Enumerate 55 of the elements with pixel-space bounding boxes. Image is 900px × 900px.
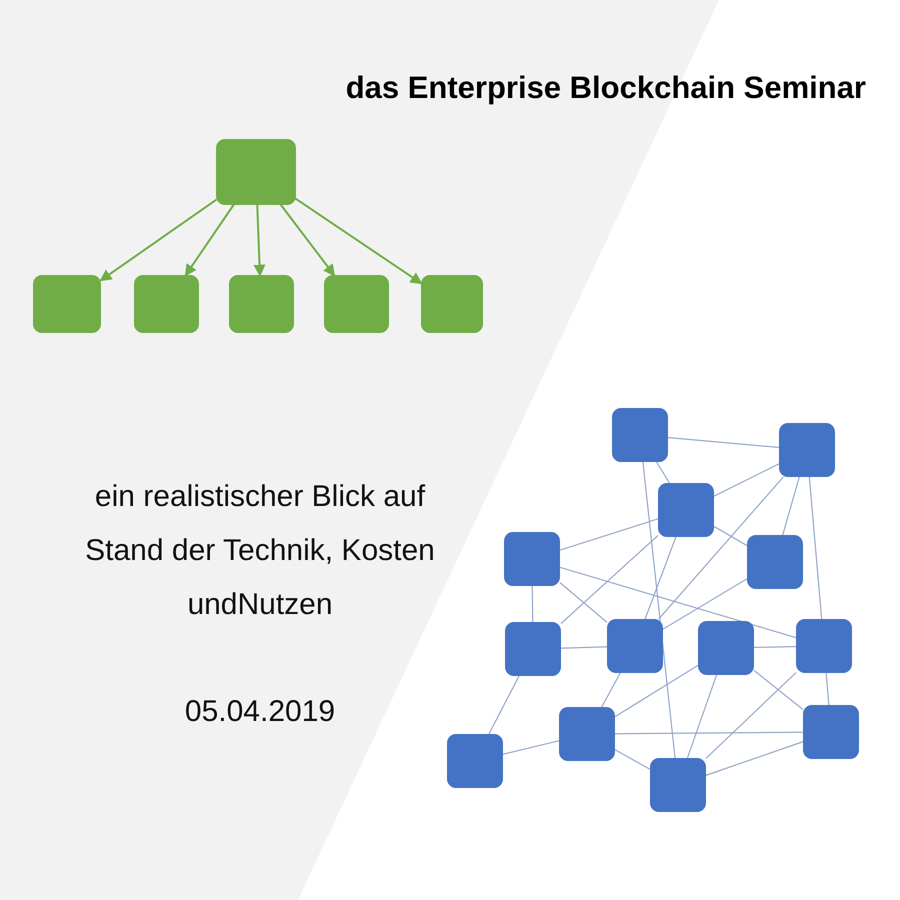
connector-line <box>614 664 698 718</box>
connector-line <box>714 526 748 546</box>
square-node <box>747 535 803 589</box>
connector-line <box>642 462 676 758</box>
square-node <box>650 758 706 812</box>
arrow <box>294 198 422 284</box>
arrow <box>280 204 336 276</box>
connector-line <box>826 672 830 706</box>
connector-line <box>658 476 784 620</box>
connector-line <box>668 436 780 448</box>
connector-line <box>706 672 796 759</box>
square-node <box>658 483 714 537</box>
connector-line <box>560 535 658 624</box>
square-node <box>421 275 483 333</box>
arrow <box>184 204 235 276</box>
square-node <box>134 275 198 333</box>
connector-line <box>488 676 520 734</box>
connector-line <box>601 672 621 708</box>
connector-line <box>714 463 780 497</box>
connector-line <box>706 741 804 776</box>
connector-line <box>615 732 803 734</box>
connector-line <box>560 566 796 638</box>
connector-line <box>656 462 670 484</box>
arrow <box>100 198 218 282</box>
square-node <box>33 275 101 333</box>
square-node <box>607 619 663 673</box>
square-node <box>698 621 754 675</box>
square-node <box>505 622 561 676</box>
square-node <box>216 139 296 205</box>
square-node <box>779 423 835 477</box>
square-node <box>324 275 388 333</box>
connector-line <box>754 646 796 648</box>
connector-line <box>560 582 608 623</box>
connector-line <box>560 646 608 649</box>
square-node <box>504 532 560 586</box>
connector-line <box>782 476 800 536</box>
connector-line <box>686 674 718 758</box>
square-node <box>447 734 503 788</box>
connector-line <box>614 749 650 770</box>
connector-line <box>560 518 658 551</box>
square-node <box>228 275 294 333</box>
connector-line <box>754 670 804 710</box>
date-text: 05.04.2019 <box>184 694 336 730</box>
subtitle-text: ein realistischer Blick auf Stand der Technik, Kosten undNutzen <box>84 479 436 623</box>
title: das Enterprise Blockchain Seminar <box>346 70 866 106</box>
connector-line <box>644 536 676 620</box>
connector-line <box>532 586 534 622</box>
arrow <box>254 204 266 277</box>
square-node <box>612 408 668 462</box>
square-node <box>796 619 852 673</box>
connector-line <box>808 476 822 620</box>
connector-line <box>502 740 560 755</box>
connector-line <box>662 578 748 630</box>
square-node <box>803 705 859 759</box>
square-node <box>559 707 615 761</box>
